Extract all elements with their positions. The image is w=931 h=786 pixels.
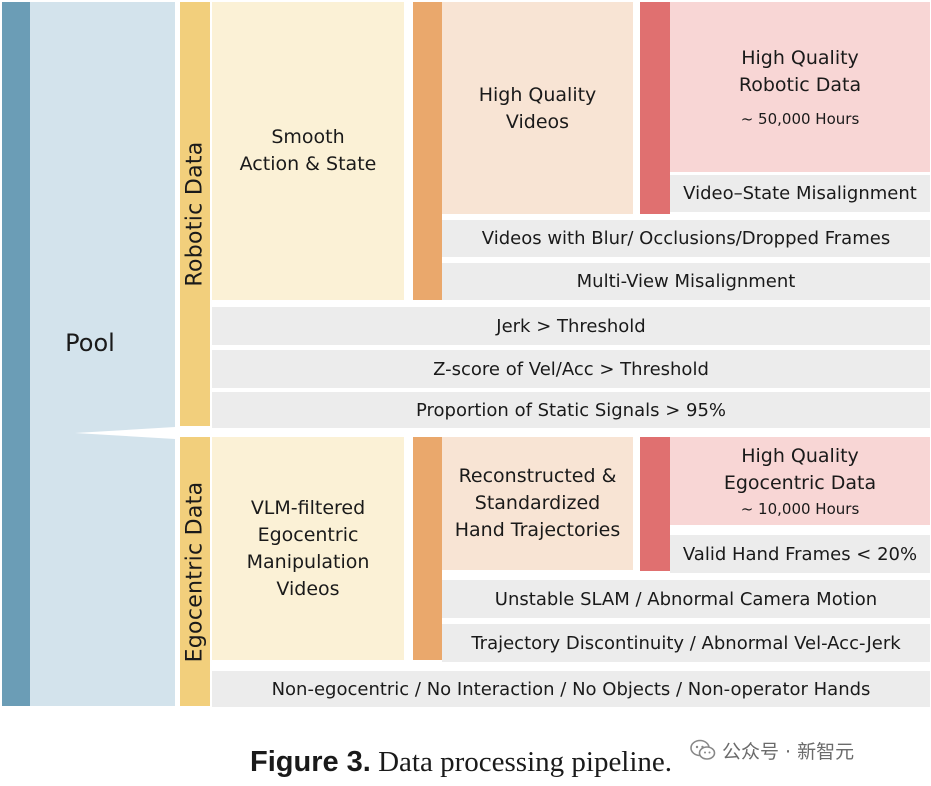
figure-caption: Figure 3. Data processing pipeline. [250, 746, 672, 779]
robotic-filter-video-state: Video–State Misalignment [670, 175, 930, 212]
robotic-filter-blur-occlusion: Videos with Blur/ Occlusions/Dropped Fra… [442, 220, 930, 257]
pool-dark-stripe [2, 2, 30, 706]
robotic-stage2-label: High Quality Videos [478, 84, 597, 133]
egocentric-stage2-bar [413, 437, 442, 660]
robotic-output-hours: ~ 50,000 Hours [740, 110, 860, 128]
robotic-output-box: High Quality Robotic Data ~ 50,000 Hours [670, 2, 930, 172]
egocentric-output-hours: ~ 10,000 Hours [740, 500, 860, 518]
pool-area [30, 2, 175, 706]
pool-label: Pool [65, 329, 115, 357]
egocentric-stage2-label: Reconstructed & Standardized Hand Trajec… [454, 465, 621, 541]
robotic-stage1-box: Smooth Action & State [212, 2, 404, 300]
robotic-stage1-label: Smooth Action & State [239, 126, 377, 175]
egocentric-output-box: High Quality Egocentric Data ~ 10,000 Ho… [670, 437, 930, 525]
egocentric-filter-trajectory: Trajectory Discontinuity / Abnormal Vel-… [442, 624, 930, 662]
egocentric-stage2-box: Reconstructed & Standardized Hand Trajec… [442, 437, 633, 570]
egocentric-filter-slam: Unstable SLAM / Abnormal Camera Motion [442, 580, 930, 618]
robotic-section-label: Robotic Data [182, 141, 208, 287]
egocentric-filter-non-egocentric: Non-egocentric / No Interaction / No Obj… [212, 671, 930, 707]
robotic-section-bar: Robotic Data [180, 2, 210, 426]
robotic-output-title: High Quality Robotic Data [738, 47, 862, 96]
robotic-filter-jerk: Jerk > Threshold [212, 307, 930, 345]
figure-caption-text: Data processing pipeline. [370, 746, 673, 778]
egocentric-stage1-label: VLM-filtered Egocentric Manipulation Vid… [246, 496, 370, 600]
watermark-text: 公众号 · 新智元 [722, 740, 855, 763]
figure-caption-label: Figure 3. [250, 746, 371, 778]
egocentric-section-bar: Egocentric Data [180, 437, 210, 706]
wechat-icon [690, 739, 716, 760]
robotic-filter-zscore: Z-score of Vel/Acc > Threshold [212, 350, 930, 388]
egocentric-section-label: Egocentric Data [182, 481, 208, 662]
robotic-stage2-box: High Quality Videos [442, 2, 633, 214]
egocentric-output-bar [640, 437, 670, 571]
robotic-filter-multiview: Multi-View Misalignment [442, 263, 930, 300]
robotic-output-bar [640, 2, 670, 214]
egocentric-stage1-box: VLM-filtered Egocentric Manipulation Vid… [212, 437, 404, 660]
robotic-stage2-bar [413, 2, 442, 300]
egocentric-output-title: High Quality Egocentric Data [723, 445, 877, 494]
robotic-filter-static: Proportion of Static Signals > 95% [212, 392, 930, 428]
watermark: 公众号 · 新智元 [690, 736, 854, 764]
egocentric-filter-hand-frames: Valid Hand Frames < 20% [670, 535, 930, 573]
